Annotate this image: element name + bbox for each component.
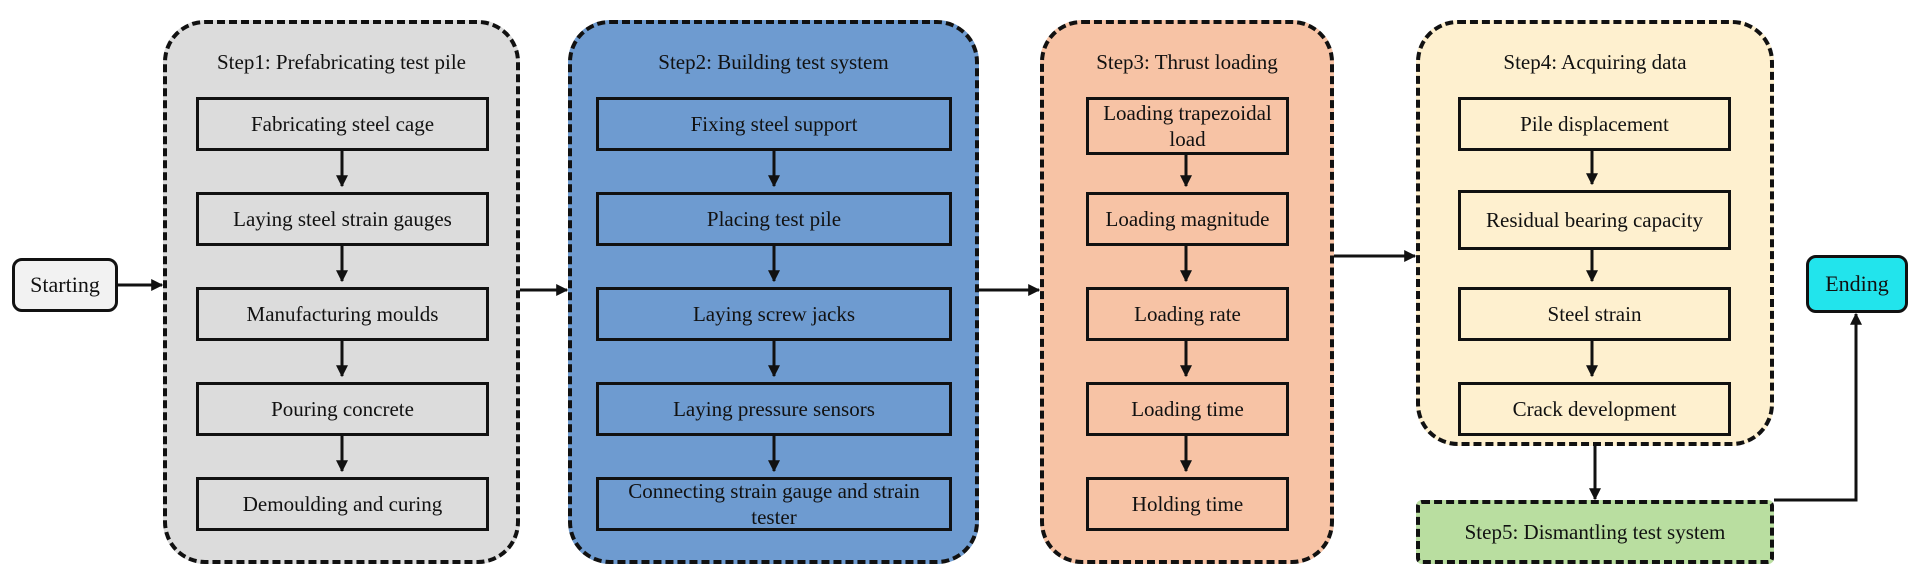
step3-group: Step3: Thrust loading Loading trapezoida… xyxy=(1040,20,1334,564)
step1-item-pouring-concrete: Pouring concrete xyxy=(196,382,489,436)
step3-item-holding-time: Holding time xyxy=(1086,477,1289,531)
step2-item-laying-pressure-sensors: Laying pressure sensors xyxy=(596,382,952,436)
step1-group: Step1: Prefabricating test pile Fabricat… xyxy=(163,20,520,564)
step4-item-residual-bearing-capacity: Residual bearing capacity xyxy=(1458,190,1731,250)
end-node: Ending xyxy=(1806,255,1908,313)
step3-item-loading-rate: Loading rate xyxy=(1086,287,1289,341)
step1-item-manufacturing-moulds: Manufacturing moulds xyxy=(196,287,489,341)
step1-item-laying-strain-gauges: Laying steel strain gauges xyxy=(196,192,489,246)
step2-item-placing-test-pile: Placing test pile xyxy=(596,192,952,246)
step1-item-fabricating-steel-cage: Fabricating steel cage xyxy=(196,97,489,151)
step4-item-pile-displacement: Pile displacement xyxy=(1458,97,1731,151)
step3-item-loading-magnitude: Loading magnitude xyxy=(1086,192,1289,246)
start-node: Starting xyxy=(12,258,118,312)
step2-item-connecting-strain-tester: Connecting strain gauge and strain teste… xyxy=(596,477,952,531)
step2-item-fixing-steel-support: Fixing steel support xyxy=(596,97,952,151)
step1-item-demoulding-curing: Demoulding and curing xyxy=(196,477,489,531)
step4-item-crack-development: Crack development xyxy=(1458,382,1731,436)
step4-item-steel-strain: Steel strain xyxy=(1458,287,1731,341)
step4-title: Step4: Acquiring data xyxy=(1503,50,1687,74)
step5-group: Step5: Dismantling test system xyxy=(1416,500,1774,564)
arrow-step5-to-end xyxy=(1774,312,1862,502)
step2-group: Step2: Building test system Fixing steel… xyxy=(568,20,979,564)
step2-title: Step2: Building test system xyxy=(658,50,889,74)
step3-title: Step3: Thrust loading xyxy=(1096,50,1278,74)
step1-title: Step1: Prefabricating test pile xyxy=(216,50,467,74)
step5-title: Step5: Dismantling test system xyxy=(1464,519,1726,544)
